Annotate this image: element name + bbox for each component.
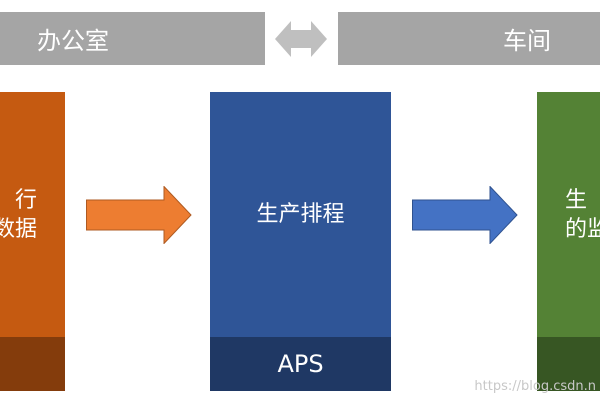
scheduling-box: 生产排程 APS xyxy=(210,92,391,391)
scheduling-label: 生产排程 xyxy=(256,202,345,227)
monitor-box: 生 的监 xyxy=(537,92,600,391)
workshop-label: 车间 xyxy=(503,27,551,55)
scheduling-box-footer: APS xyxy=(210,337,391,391)
data-box: 行 数据 xyxy=(0,92,65,391)
monitor-box-line-1: 生 xyxy=(565,187,588,213)
watermark: https://blog.csdn.n xyxy=(474,379,596,394)
data-box-line-1: 行 xyxy=(14,187,37,213)
right-arrow-icon xyxy=(86,186,192,244)
data-box-main: 行 数据 xyxy=(0,92,65,337)
office-label: 办公室 xyxy=(37,27,109,55)
scheduling-box-main: 生产排程 xyxy=(210,92,391,337)
monitor-box-footer xyxy=(537,337,600,391)
monitor-box-line-2: 的监 xyxy=(565,216,600,242)
double-arrow-icon xyxy=(275,21,327,57)
data-box-line-2: 数据 xyxy=(0,216,37,242)
right-arrow-icon xyxy=(412,186,518,244)
data-box-footer xyxy=(0,337,65,391)
monitor-box-main: 生 的监 xyxy=(537,92,600,337)
workshop-band: 车间 xyxy=(338,12,600,65)
office-band: 办公室 xyxy=(0,12,265,65)
aps-label: APS xyxy=(277,350,324,378)
